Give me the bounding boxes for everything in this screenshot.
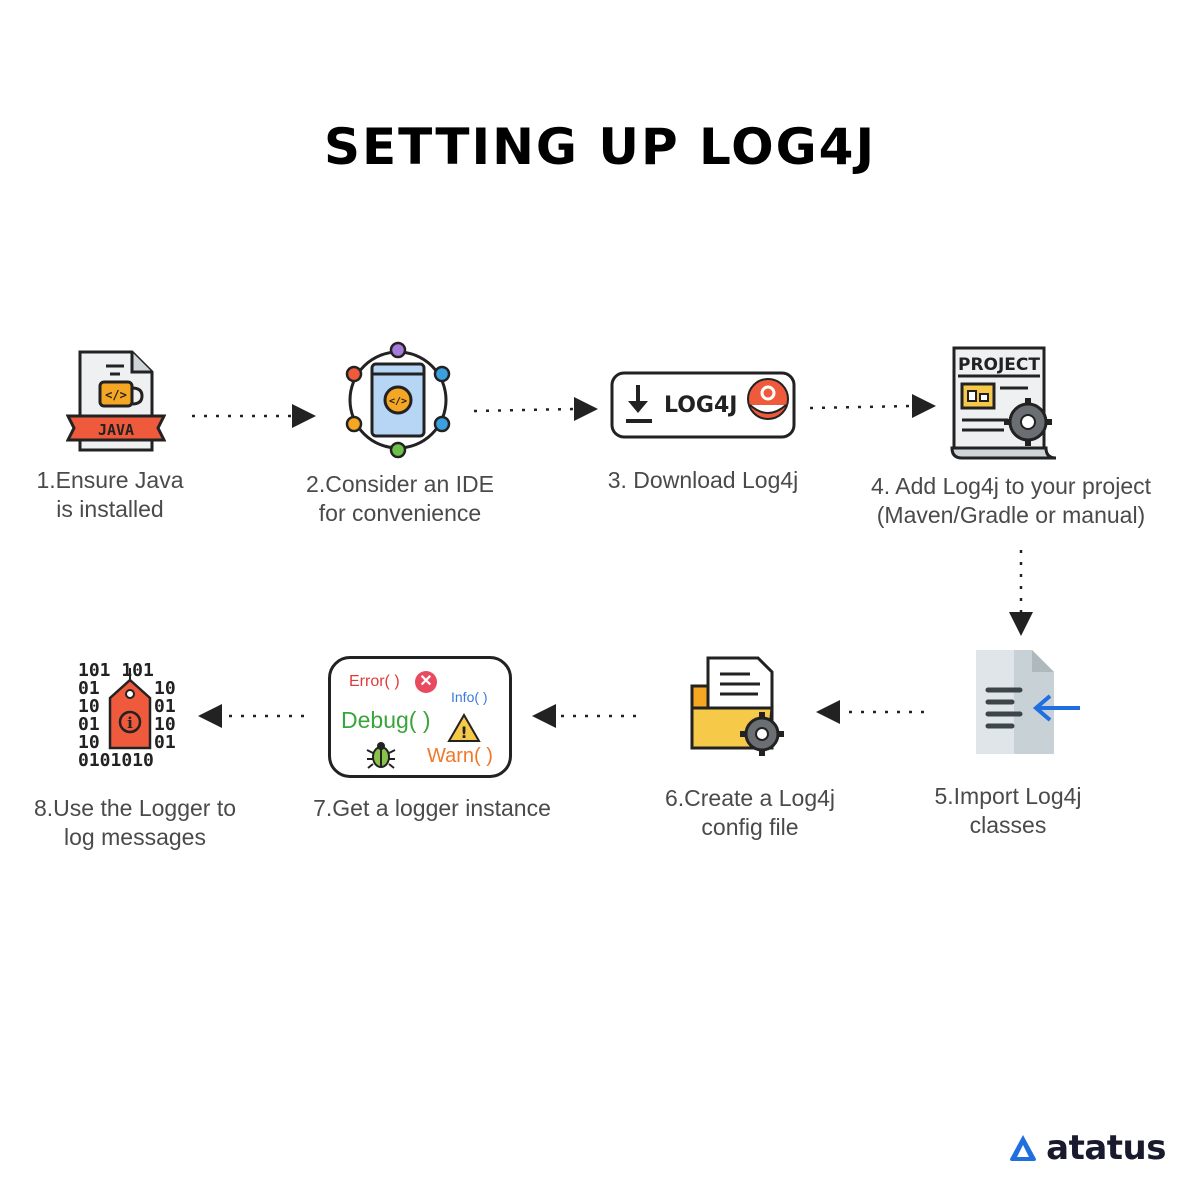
log4j-download-icon: LOG4J (610, 371, 796, 439)
step-2-label: 2.Consider an IDE for convenience (306, 471, 494, 526)
binary-bottom-row: 0101010 (78, 750, 154, 771)
svg-text:</>: </> (389, 396, 407, 407)
arrow-4-5 (1009, 612, 1033, 636)
project-document-icon: PROJECT (950, 346, 1057, 460)
info-tag-icon: i (108, 668, 152, 750)
step-6-label: 6.Create a Log4j config file (664, 785, 836, 840)
atatus-logo: atatus (1008, 1128, 1166, 1168)
debug-level-label: Debug( ) (341, 707, 431, 733)
step-8-label: 8.Use the Logger to log messages (33, 795, 237, 850)
logger-levels-icon: Error( ) ✕ Info( ) Debug( ) ! Warn( ) (328, 656, 512, 778)
arrow-2-3 (574, 397, 598, 421)
java-badge-text: JAVA (98, 421, 134, 439)
project-badge-text: PROJECT (958, 355, 1040, 375)
warn-level-label: Warn( ) (427, 745, 493, 767)
step-5-label: 5.Import Log4j classes (934, 783, 1082, 838)
page-title: SETTING UP LOG4J (323, 118, 877, 176)
info-level-label: Info( ) (451, 689, 488, 705)
java-file-icon: </> JAVA (66, 350, 166, 452)
step-4-label: 4. Add Log4j to your project (Maven/Grad… (870, 473, 1152, 528)
error-level-label: Error( ) (349, 673, 400, 690)
ide-icon: </> (345, 341, 451, 459)
arrow-1-2 (292, 404, 316, 428)
import-document-icon (976, 650, 1080, 754)
arrow-5-6 (816, 700, 840, 724)
bug-icon (366, 742, 396, 769)
svg-text:!: ! (460, 723, 467, 742)
error-icon: ✕ (415, 671, 437, 693)
arrow-7-8 (198, 704, 222, 728)
step-3-label: 3. Download Log4j (607, 467, 799, 493)
step-1-label: 1.Ensure Java is installed (36, 467, 184, 522)
arrow-6-7 (532, 704, 556, 728)
arrow-3-4 (912, 394, 936, 418)
svg-text:i: i (127, 714, 133, 732)
config-folder-icon (690, 656, 784, 756)
log4j-badge-text: LOG4J (664, 393, 738, 418)
svg-text:</>: </> (105, 388, 127, 402)
step-7-label: 7.Get a logger instance (313, 795, 551, 821)
warning-icon: ! (447, 713, 481, 742)
atatus-logo-icon (1010, 1135, 1037, 1161)
atatus-brand-name: atatus (1046, 1128, 1166, 1168)
binary-info-tag-icon: 101 101 01 10 01 10 10 01 10 01 i 010101… (78, 660, 176, 771)
